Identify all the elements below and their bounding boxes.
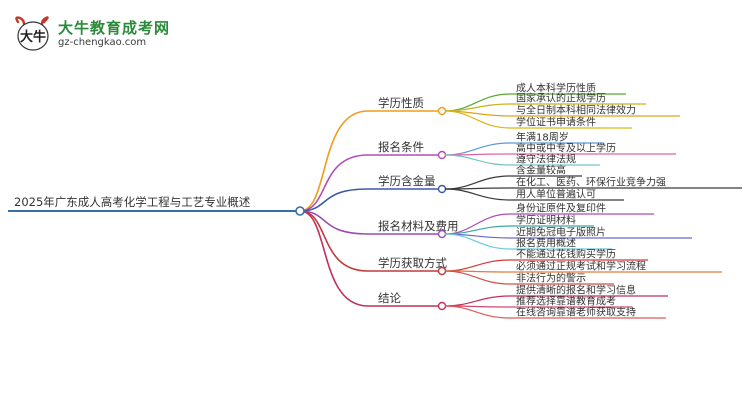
leaf-connector — [444, 233, 511, 250]
branch-connector — [299, 210, 369, 272]
leaf-connector — [444, 142, 511, 156]
leaf-connector — [444, 295, 511, 307]
branch-connector — [299, 154, 369, 212]
leaf-label: 身份证原件及复印件 — [516, 202, 606, 215]
site-title: 大牛教育成考网 — [58, 19, 171, 37]
leaf-connector — [444, 305, 511, 319]
leaf-label: 在化工、医药、环保行业竞争力强 — [516, 176, 666, 189]
branch-label: 学历性质 — [378, 96, 424, 110]
leaf-connector — [444, 175, 511, 190]
leaf-label: 遵守法律法规 — [516, 153, 576, 166]
leaf-label: 学位证书申请条件 — [516, 116, 596, 129]
branch-connector — [299, 188, 369, 212]
branch-node — [437, 229, 447, 239]
leaf-label: 高中或中专及以上学历 — [516, 142, 616, 155]
leaf-label: 推荐选择靠谱教育成考 — [516, 295, 616, 308]
leaf-label: 非法行为的警示 — [516, 272, 586, 285]
logo-mark-text: 大牛 — [20, 29, 46, 45]
branch-node — [437, 150, 447, 160]
branch-label: 结论 — [378, 291, 401, 305]
leaf-label: 近期免冠电子版照片 — [516, 226, 606, 239]
leaf-label: 必须通过正规考试和学习流程 — [516, 260, 646, 273]
leaf-label: 成人本科学历性质 — [516, 82, 596, 95]
branch-node — [437, 106, 447, 116]
leaf-connector — [444, 270, 511, 285]
leaf-connector — [444, 188, 511, 201]
site-url: gz-chengkao.com — [58, 37, 147, 48]
leaf-label: 报名费用概述 — [516, 237, 576, 250]
leaf-connector — [444, 154, 511, 166]
bull-logo-icon: 大牛 — [15, 16, 49, 51]
leaf-label: 年满18周岁 — [516, 131, 569, 144]
leaf-label: 不能通过花钱购买学历 — [516, 248, 616, 261]
branch-label: 学历获取方式 — [378, 256, 447, 270]
branch-label: 学历含金量 — [378, 174, 436, 188]
leaf-label: 在线咨询靠谱老师获取支持 — [516, 306, 636, 319]
branch-connector — [299, 210, 369, 307]
leaf-label: 与全日制本科相同法律效力 — [516, 104, 636, 117]
leaf-connector — [444, 259, 511, 272]
branch-node — [437, 301, 447, 311]
leaf-label: 学历证明材料 — [516, 214, 576, 227]
branch-node — [437, 266, 447, 276]
leaf-connector — [444, 93, 511, 112]
branch-connector — [299, 110, 369, 212]
leaf-label: 提供清晰的报名和学习信息 — [516, 284, 636, 297]
root-topic: 2025年广东成人高考化学工程与工艺专业概述 — [14, 195, 251, 209]
branch-label: 报名条件 — [378, 140, 424, 154]
branch-label: 报名材料及费用 — [378, 219, 459, 233]
root-node — [295, 206, 305, 216]
leaf-label: 国家承认的正规学历 — [516, 92, 606, 105]
branch-node — [437, 184, 447, 194]
leaf-connector — [444, 110, 511, 129]
leaf-label: 用人单位普遍认可 — [516, 188, 596, 201]
branch-connector — [299, 210, 369, 235]
leaf-label: 含金量较高 — [516, 164, 566, 177]
site-logo[interactable]: 大牛 大牛教育成考网 gz-chengkao.com — [12, 14, 169, 54]
